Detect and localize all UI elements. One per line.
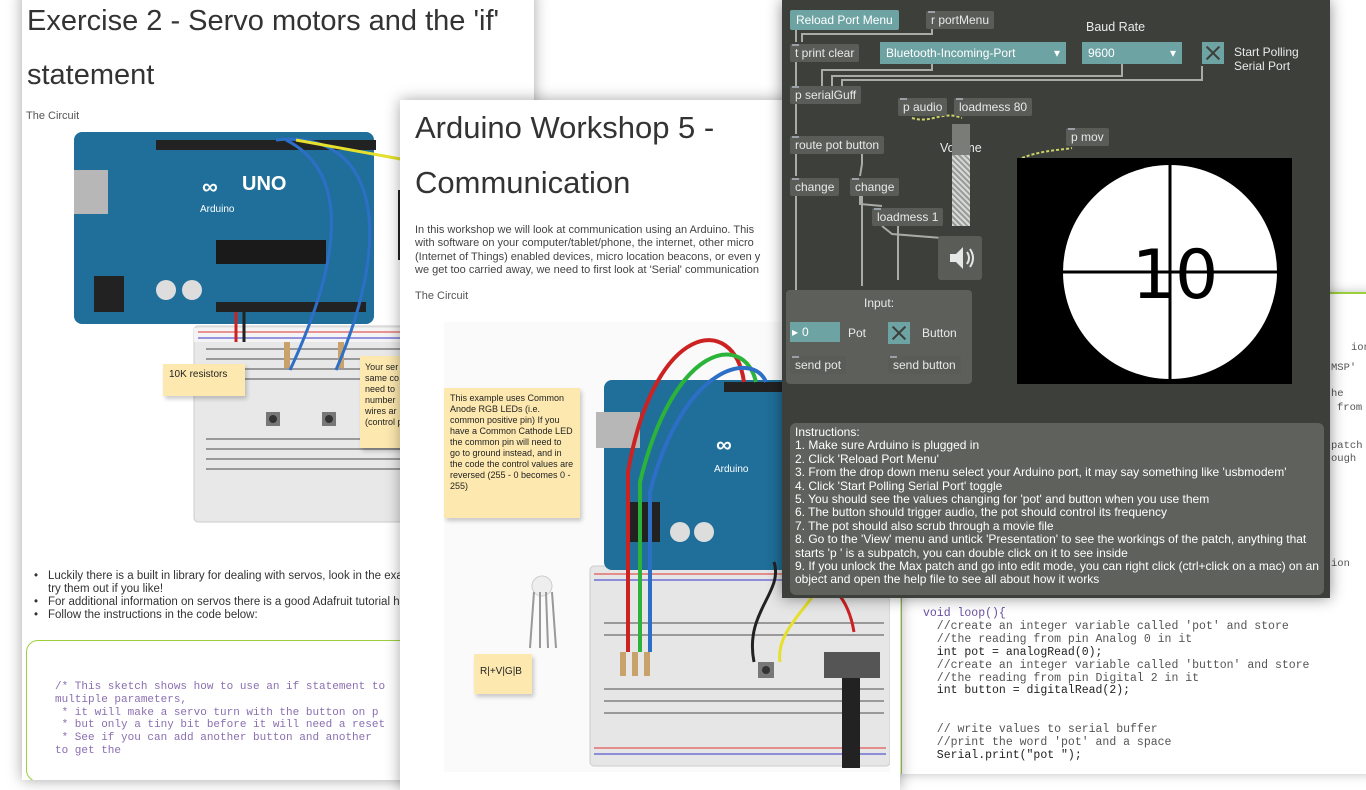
arduino-board-text: Arduino xyxy=(714,464,749,475)
port-menu-value: Bluetooth-Incoming-Port xyxy=(886,46,1016,60)
para-line: In this workshop we will look at communi… xyxy=(415,224,755,236)
dropdown-caret-icon: ▾ xyxy=(1053,46,1060,60)
change-object[interactable]: change xyxy=(850,178,900,196)
code-line: int button = digitalRead(2); xyxy=(923,684,1131,698)
instruction-bullets: Luckily there is a built in library for … xyxy=(34,570,524,622)
instruction-line: 4. Click 'Start Polling Serial Port' tog… xyxy=(795,478,1003,493)
number-arrow-icon: ▸ xyxy=(792,325,799,339)
arduino-circuit-image: ∞ UNO Arduino xyxy=(46,130,426,540)
edge-fragment: patch xyxy=(1331,440,1363,452)
volume-slider[interactable] xyxy=(952,124,970,226)
r-portmenu-object[interactable]: r portMenu xyxy=(926,11,995,29)
instruction-line: 6. The button should trigger audio, the … xyxy=(795,505,1168,520)
intro-paragraph: In this workshop we will look at communi… xyxy=(415,224,815,278)
circuit-subhead: The Circuit xyxy=(26,110,80,122)
countdown-number: 10 xyxy=(1132,236,1219,315)
speaker-icon xyxy=(950,247,974,269)
send-pot-object[interactable]: send pot xyxy=(790,356,847,374)
code-line: //print the word 'pot' and a space xyxy=(923,736,1172,750)
instruction-line: starts 'p ' is a subpatch, you can doubl… xyxy=(795,545,1128,560)
instruction-line: 5. You should see the values changing fo… xyxy=(795,492,1210,507)
instruction-line: 9. If you unlock the Max patch and go in… xyxy=(795,559,1319,574)
code-line: //the reading from pin Digital 2 in it xyxy=(923,671,1200,685)
loadmess-1-object[interactable]: loadmess 1 xyxy=(872,208,944,226)
edge-fragment: ion xyxy=(1331,558,1350,570)
code-line: void loop(){ xyxy=(923,607,1006,620)
code-line: int pot = analogRead(0); xyxy=(923,645,1103,659)
input-label: Input: xyxy=(864,296,895,310)
movie-display: 10 xyxy=(1017,158,1292,384)
change-object[interactable]: change xyxy=(790,178,840,196)
edge-fragment: ion xyxy=(1351,342,1366,354)
sketch-code-comment: /* This sketch shows how to use an if st… xyxy=(55,681,386,757)
code-line xyxy=(923,698,1309,711)
para-line: (Internet of Things) enabled devices, mi… xyxy=(415,250,761,263)
para-line: with software on your computer/tablet/ph… xyxy=(415,237,754,250)
led-pin-legend: R|+V|G|B xyxy=(474,654,532,694)
volume-slider-fill xyxy=(952,154,970,226)
edge-fragment: from xyxy=(1337,402,1363,414)
patch-cords xyxy=(795,29,1203,290)
start-polling-toggle[interactable] xyxy=(1202,42,1224,64)
baud-rate-dropdown[interactable]: 9600 ▾ xyxy=(1082,42,1182,64)
workshop-title: Arduino Workshop 5 - Communication xyxy=(415,110,715,200)
edge-fragment: MSP' xyxy=(1331,362,1357,374)
bullet-item: For additional information on servos the… xyxy=(34,596,524,609)
input-panel: Input: ▸ 0 Pot Button send pot send butt… xyxy=(786,290,972,384)
baud-rate-value: 9600 xyxy=(1088,46,1115,60)
uno-model-text: UNO xyxy=(242,173,286,195)
arduino-uno-illustration: ∞ UNO Arduino xyxy=(46,130,426,540)
instruction-line: 8. Go to the 'View' menu and untick 'Pre… xyxy=(795,532,1307,547)
instruction-line: Instructions: xyxy=(795,425,860,439)
pot-number-box[interactable]: ▸ 0 xyxy=(790,322,840,342)
code-line: Serial.print("pot "); xyxy=(923,748,1082,762)
start-polling-label: Start Polling Serial Port xyxy=(1234,45,1299,73)
baud-rate-label: Baud Rate xyxy=(1086,20,1146,34)
reload-port-menu-button[interactable]: Reload Port Menu xyxy=(790,10,899,30)
instruction-line: 7. The pot should also scrub through a m… xyxy=(795,518,1054,533)
instruction-line: object and open the help file to see all… xyxy=(795,572,1100,587)
p-serialguff-object[interactable]: p serialGuff xyxy=(790,86,862,104)
route-object[interactable]: route pot button xyxy=(790,136,885,154)
p-audio-object[interactable]: p audio xyxy=(898,98,948,116)
svg-text:∞: ∞ xyxy=(202,174,218,199)
loadmess-80-object[interactable]: loadmess 80 xyxy=(954,98,1033,116)
edge-fragment: ough xyxy=(1331,453,1357,465)
exercise-title: Exercise 2 - Servo motors and the 'if' s… xyxy=(27,5,500,91)
p-mov-object[interactable]: p mov xyxy=(1066,128,1109,146)
button-toggle[interactable] xyxy=(888,322,910,344)
bullet-item: Follow the instructions in the code belo… xyxy=(34,609,524,622)
code-line: //create an integer variable called 'pot… xyxy=(923,619,1289,633)
pot-value: 0 xyxy=(802,325,809,339)
led-note: This example uses Common Anode RGB LEDs … xyxy=(444,388,580,518)
para-line: we get too carried away, we need to firs… xyxy=(415,264,759,277)
instruction-line: 3. From the drop down menu select your A… xyxy=(795,465,1287,480)
port-menu-dropdown[interactable]: Bluetooth-Incoming-Port ▾ xyxy=(880,42,1066,64)
code-line: //create an integer variable called 'but… xyxy=(923,658,1310,672)
t-print-clear-object[interactable]: t print clear xyxy=(790,44,860,62)
send-button-object[interactable]: send button xyxy=(888,356,961,374)
instruction-line: 2. Click 'Reload Port Menu' xyxy=(795,451,939,466)
loop-code: void loop(){ //create an integer variabl… xyxy=(923,607,1310,763)
button-label: Button xyxy=(922,326,957,340)
resistor-note: 10K resistors xyxy=(163,364,245,396)
svg-text:∞: ∞ xyxy=(716,432,732,457)
breadboard-holes xyxy=(206,348,416,470)
instructions-panel: Instructions: 1. Make sure Arduino is pl… xyxy=(790,423,1324,595)
countdown-leader-frame: 10 xyxy=(1017,158,1292,384)
code-line: //the reading from pin Analog 0 in it xyxy=(923,632,1193,646)
dropdown-caret-icon: ▾ xyxy=(1169,46,1176,60)
edge-fragment: he xyxy=(1331,388,1344,400)
pot-label: Pot xyxy=(848,326,867,340)
arduino-board-text: Arduino xyxy=(200,204,235,215)
instruction-line: 1. Make sure Arduino is plugged in xyxy=(795,438,980,453)
code-line: // write values to serial buffer xyxy=(923,723,1158,737)
circuit-subhead: The Circuit xyxy=(415,290,469,302)
max-patch-window[interactable]: Reload Port Menu r portMenu Baud Rate t … xyxy=(782,0,1330,598)
speaker-button[interactable] xyxy=(938,236,982,280)
